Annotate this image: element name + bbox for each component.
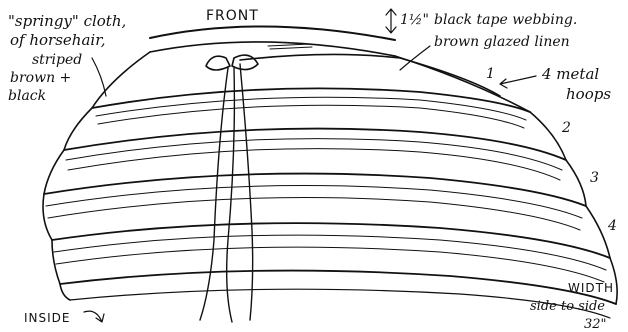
hoop-tier-2	[64, 129, 566, 160]
hoop-tier-1	[92, 88, 530, 112]
hoop-tier-1-stripe-b	[98, 105, 524, 128]
front-label: FRONT	[206, 8, 259, 24]
cloth-note-line-4: brown +	[10, 70, 71, 86]
hoop-tiers	[44, 88, 616, 318]
hoop-tier-4-stripe	[54, 235, 606, 270]
tape-note-line-2: brown glazed linen	[434, 34, 570, 50]
cloth-note-line-5: black	[8, 88, 46, 104]
hoop-tier-2-stripe	[66, 139, 562, 170]
hoop-count-line-2: hoops	[566, 85, 611, 103]
cloth-note-line-2: of horsehair,	[10, 31, 105, 49]
hoop-tier-1-stripe	[96, 97, 526, 120]
inside-pointer-arrow	[84, 311, 104, 322]
cloth-pointer-line	[92, 58, 106, 96]
hem-lower-edge	[70, 289, 610, 318]
width-label-line-3: 32"	[584, 317, 607, 332]
inside-label: INSIDE	[24, 311, 71, 325]
hoop-number-1: 1	[486, 66, 495, 82]
hoop-tier-3-stripe-b	[48, 198, 580, 230]
waistband-stitching	[268, 44, 312, 49]
hoop-number-4: 4	[607, 218, 617, 234]
hoop-number-3: 3	[590, 170, 599, 186]
waistband-top-edge	[150, 26, 395, 40]
hoop-pointer-arrow	[500, 76, 536, 88]
cloth-note-line-1: "springy" cloth,	[8, 12, 126, 30]
center-front-seam	[240, 64, 253, 320]
tie-right	[227, 68, 235, 322]
bow-left-loop	[206, 56, 230, 70]
hoop-tier-3	[44, 174, 586, 206]
left-side-silhouette	[43, 52, 150, 300]
hoop-tier-2-stripe-b	[68, 149, 560, 180]
hoop-count-line-1: 4 metal	[541, 65, 599, 83]
tape-measure-label: 1½"	[400, 12, 429, 28]
width-label-line-1: WIDTH	[568, 281, 614, 295]
width-label-line-2: side to side	[530, 299, 605, 314]
petticoat-drawing	[43, 26, 617, 322]
cloth-note-line-3: striped	[32, 52, 82, 68]
tape-note-line-1: black tape webbing.	[434, 12, 577, 28]
hoop-tier-3-stripe	[46, 186, 582, 218]
tape-width-arrow	[386, 9, 396, 33]
hoop-number-2: 2	[561, 120, 571, 136]
hoop-tier-4	[52, 223, 610, 258]
bow-right-loop	[232, 55, 258, 69]
tie-left	[200, 68, 228, 320]
